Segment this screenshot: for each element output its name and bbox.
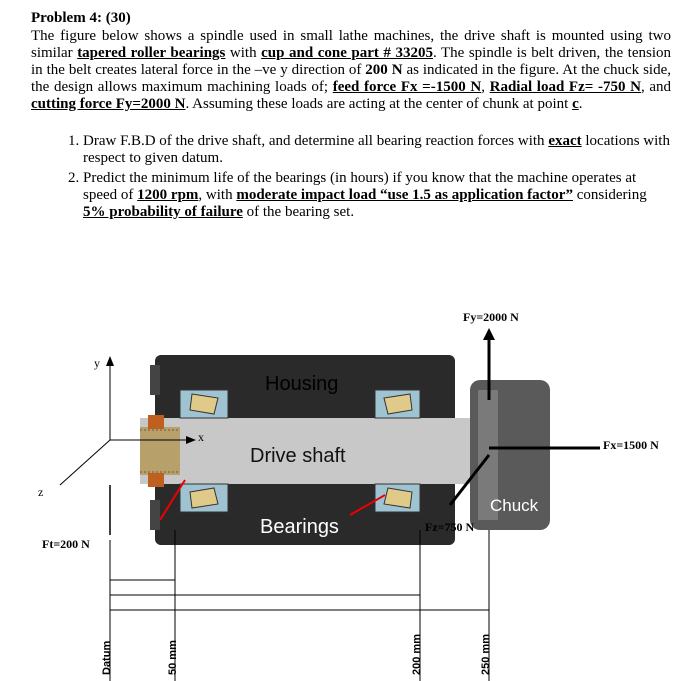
housing-label: Housing bbox=[265, 373, 339, 395]
text-run: Draw F.B.D of the drive shaft, and deter… bbox=[83, 133, 549, 149]
radial-load: Radial load Fz= -750 N bbox=[489, 79, 641, 95]
task-2: Predict the minimum life of the bearings… bbox=[83, 170, 671, 221]
text-run: , with bbox=[198, 187, 237, 203]
text-run: with bbox=[225, 45, 262, 61]
application-factor: moderate impact load “use 1.5 as applica… bbox=[236, 187, 573, 203]
text-run: . bbox=[578, 96, 583, 112]
failure-probability: 5% probability of failure bbox=[83, 204, 243, 220]
bearing-left-top bbox=[179, 389, 229, 419]
text-run: , and bbox=[640, 79, 671, 95]
z-axis bbox=[59, 439, 111, 486]
task-list: Draw F.B.D of the drive shaft, and deter… bbox=[31, 133, 671, 221]
text-run: Predict the minimum life of the bearings… bbox=[83, 170, 637, 203]
threaded-end bbox=[140, 427, 180, 475]
text-run: . Assuming these loads are acting at the… bbox=[185, 96, 573, 112]
text-run: of the bearing set. bbox=[242, 204, 355, 220]
task-1: Draw F.B.D of the drive shaft, and deter… bbox=[83, 133, 671, 167]
dim-50mm: 50 mm bbox=[167, 640, 179, 675]
emphasis: exact bbox=[548, 133, 582, 149]
bearing-right-bottom bbox=[374, 483, 421, 513]
nut-bottom bbox=[148, 473, 164, 487]
axis-x-label: x bbox=[198, 430, 204, 444]
fz-arrow bbox=[448, 454, 491, 506]
housing-flange-top bbox=[150, 365, 160, 395]
dim-datum: Datum bbox=[101, 640, 113, 675]
text-run: The figure below shows a spindle used in… bbox=[31, 28, 671, 61]
bearing-right-top bbox=[374, 389, 421, 419]
drive-shaft-label: Drive shaft bbox=[250, 445, 346, 467]
drive-shaft bbox=[140, 418, 485, 484]
cutting-force: cutting force Fy=2000 N bbox=[31, 96, 186, 112]
belt-force: 200 N bbox=[365, 62, 403, 78]
fy-label: Fy=2000 N bbox=[463, 310, 519, 324]
problem-statement: The figure below shows a spindle used in… bbox=[31, 28, 671, 113]
text-run: as indicated in the figure. At the chuck… bbox=[31, 62, 671, 95]
dim-250mm: 250 mm bbox=[480, 634, 492, 675]
text-run: considering bbox=[572, 187, 647, 203]
ft-label: Ft=200 N bbox=[42, 537, 90, 551]
text-run: locations with respect to given datum. bbox=[83, 133, 670, 166]
speed: 1200 rpm bbox=[137, 187, 199, 203]
spindle-figure: Fy=2000 N Fx=1500 N Fz=750 N Ft=200 N Ho… bbox=[0, 290, 688, 681]
fx-label: Fx=1500 N bbox=[603, 438, 659, 452]
chuck-label: Chuck bbox=[490, 496, 539, 515]
housing-flange-bottom bbox=[150, 500, 160, 530]
feed-force: feed force Fx =-1500 N bbox=[332, 79, 482, 95]
nut-top bbox=[148, 415, 164, 429]
bearings-label: Bearings bbox=[260, 516, 339, 538]
axis-z-label: z bbox=[38, 485, 44, 499]
fz-label: Fz=750 N bbox=[425, 520, 475, 534]
text-run: , bbox=[481, 79, 490, 95]
part-number: cup and cone part # 33205 bbox=[261, 45, 433, 61]
spindle-drawing bbox=[59, 328, 600, 681]
problem-document: Problem 4: (30) The figure below shows a… bbox=[31, 10, 671, 224]
bearing-left-bottom bbox=[179, 483, 229, 513]
dim-200mm: 200 mm bbox=[411, 634, 423, 675]
bearing-type: tapered roller bearings bbox=[77, 45, 226, 61]
axis-y-label: y bbox=[94, 356, 100, 370]
text-run: . The spindle is belt driven, the tensio… bbox=[31, 45, 672, 78]
point-c: c bbox=[572, 96, 579, 112]
problem-title: Problem 4: (30) bbox=[31, 10, 131, 26]
